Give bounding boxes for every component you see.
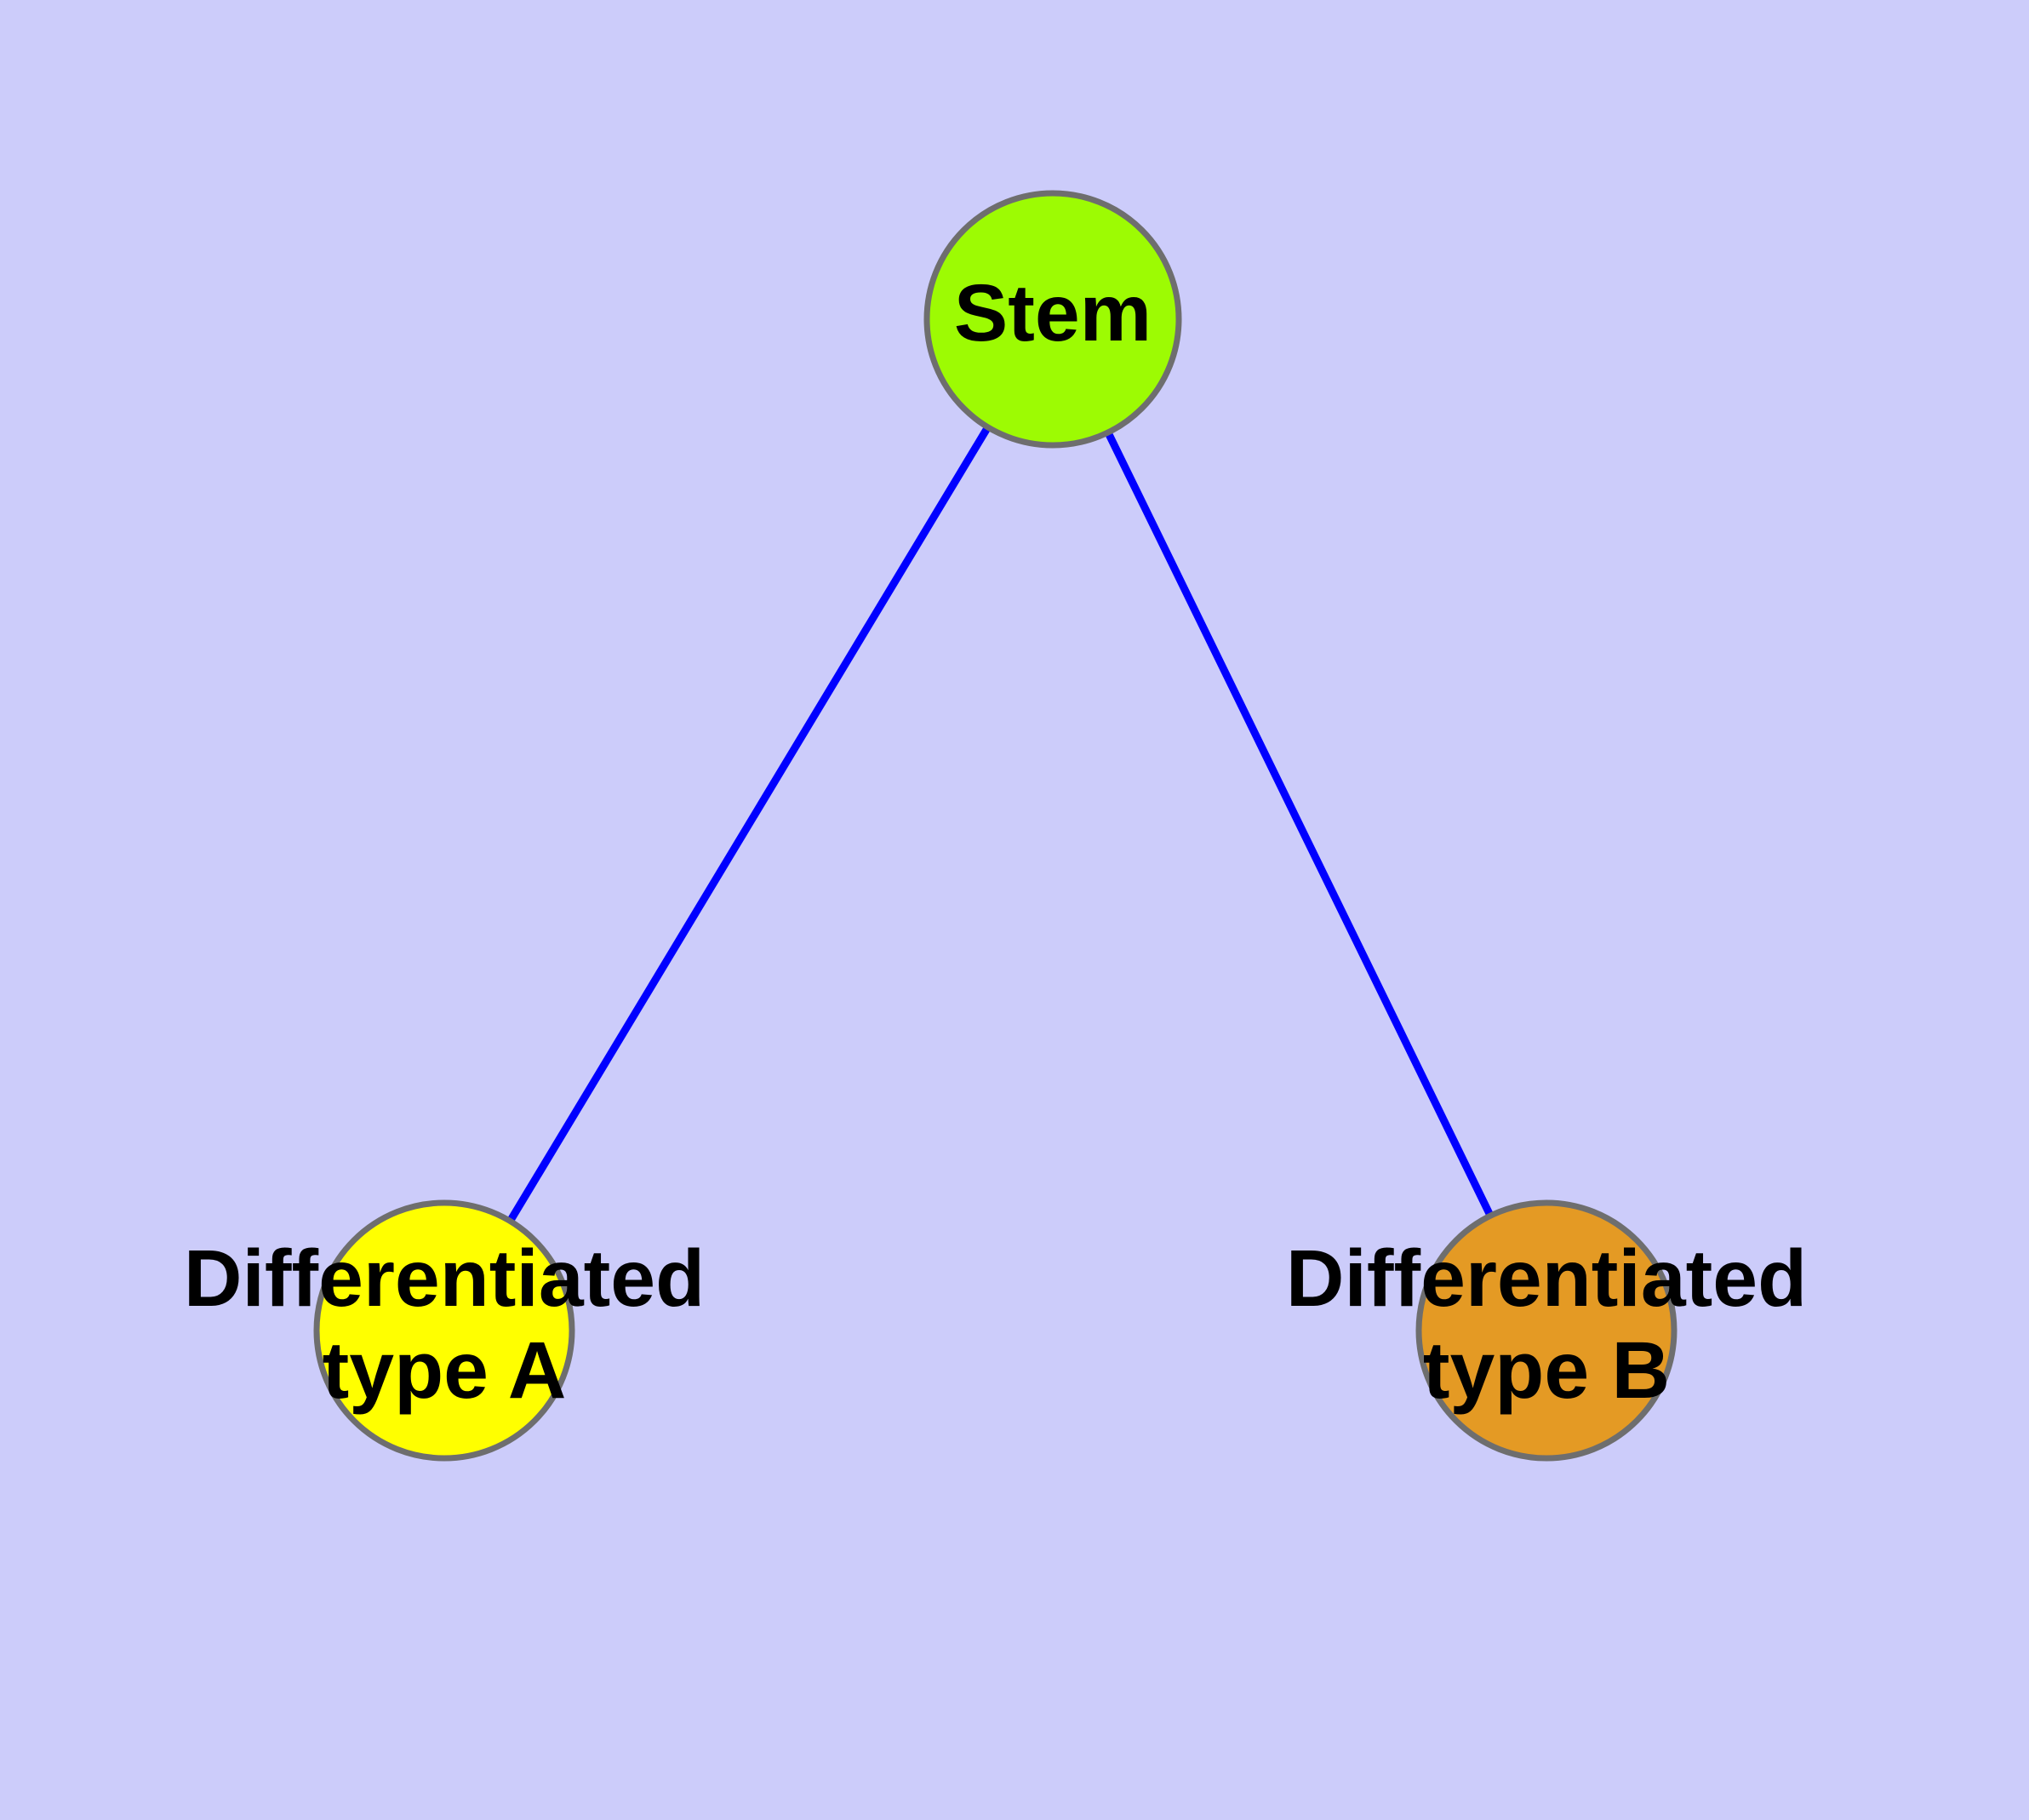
node-label-line: Differentiated xyxy=(1286,1233,1807,1324)
node-label-line: type A xyxy=(323,1325,567,1416)
graph-node-stem[interactable]: Stem xyxy=(923,190,1182,449)
graph-edge-stem-to-diff-b[interactable] xyxy=(1104,431,1495,1218)
node-circle-stem[interactable] xyxy=(923,190,1182,449)
node-circle-diff-a[interactable] xyxy=(313,1199,575,1462)
graph-edge-stem-to-diff-a[interactable] xyxy=(506,425,992,1223)
node-label-line: type B xyxy=(1423,1325,1670,1416)
node-label-stem: Stem xyxy=(954,268,1152,358)
node-circle-diff-b[interactable] xyxy=(1415,1199,1677,1462)
node-label-line: Stem xyxy=(954,268,1152,358)
node-label-line: Differentiated xyxy=(184,1233,705,1324)
edges-layer xyxy=(506,425,1495,1223)
